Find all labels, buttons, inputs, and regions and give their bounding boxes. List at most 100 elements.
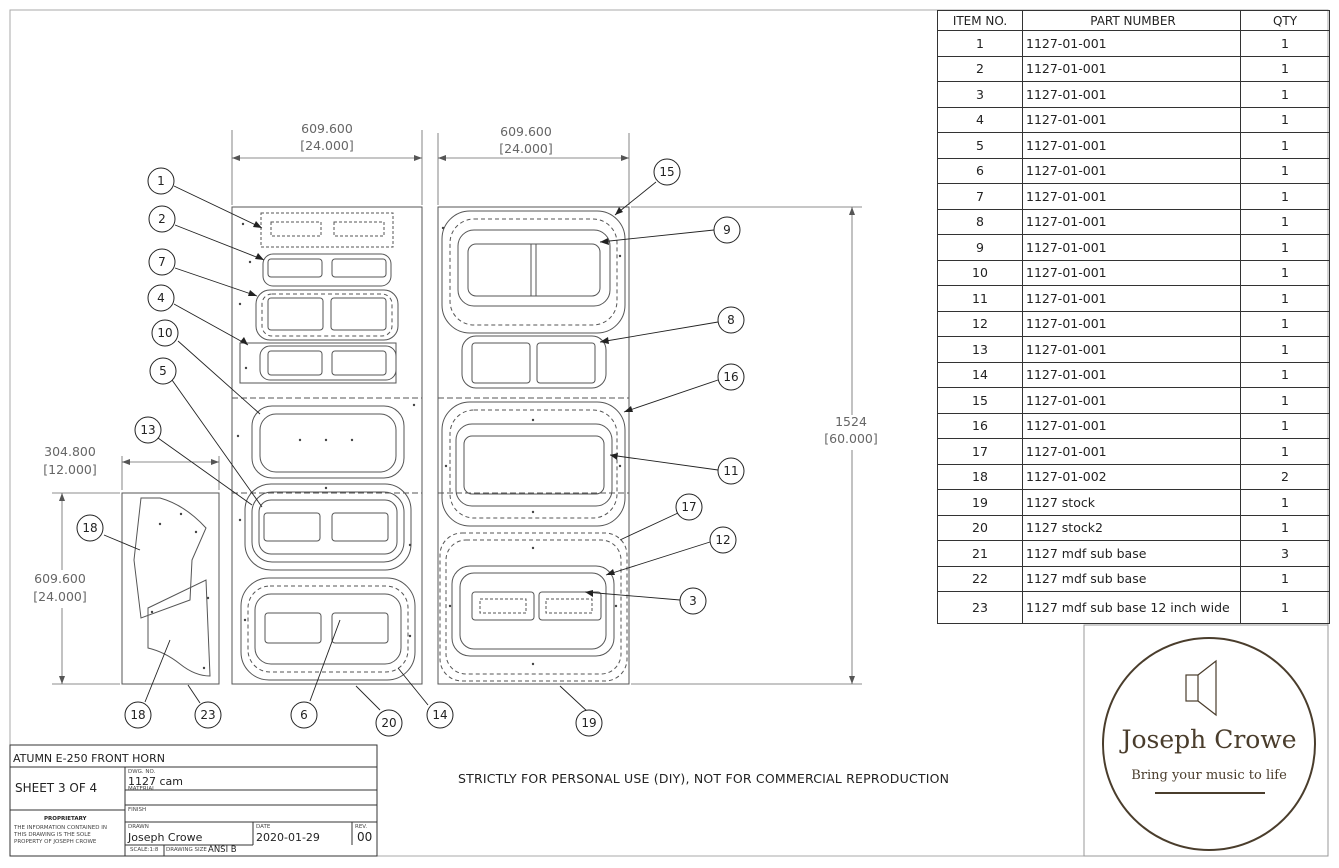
sub-base-panel-23 (121, 492, 220, 685)
logo-tagline: Bring your music to life (1131, 768, 1287, 783)
balloon-label: 4 (157, 291, 165, 305)
balloon-label: 16 (723, 370, 738, 384)
dwg-no: 1127 cam (128, 775, 183, 788)
dim-top-right-in: [24.000] (499, 141, 553, 156)
bom-qty: 1 (1240, 361, 1330, 388)
balloon-3 (679, 587, 707, 615)
bom-qty: 1 (1240, 234, 1330, 261)
bom-header-qty: QTY (1240, 10, 1330, 31)
balloon-11 (717, 457, 745, 485)
balloon-label: 14 (432, 708, 447, 722)
bom-part-number: 1127-01-001 (1022, 234, 1241, 261)
balloon-7 (148, 248, 176, 276)
bom-qty: 1 (1240, 412, 1330, 439)
balloon-label: 8 (727, 313, 735, 327)
sheet-number: SHEET 3 OF 4 (15, 781, 98, 795)
bom-part-number: 1127-01-001 (1022, 438, 1241, 465)
date-label: DATE (256, 824, 271, 830)
bom-qty: 1 (1240, 81, 1330, 108)
bom-item-no: 17 (937, 438, 1023, 465)
logo-name: Joseph Crowe (1118, 725, 1296, 754)
balloon-label: 15 (659, 165, 674, 179)
balloon-label: 5 (159, 364, 167, 378)
bom-qty: 1 (1240, 30, 1330, 57)
bom-part-number: 1127-01-001 (1022, 132, 1241, 159)
balloon-6 (290, 701, 318, 729)
drawn-label: DRAWN (128, 824, 149, 830)
dim-height-in: [60.000] (824, 431, 878, 446)
dim-top-right-mm: 609.600 (500, 124, 552, 139)
balloon-label: 3 (689, 594, 697, 608)
dim-height-mm: 1524 (835, 414, 867, 429)
bom-part-number: 1127-01-001 (1022, 387, 1241, 414)
bom-item-no: 23 (937, 591, 1023, 624)
finish-label: FINISH (128, 807, 147, 813)
drawn-by: Joseph Crowe (128, 831, 203, 844)
proprietary-text: THIS DRAWING IS THE SOLE (14, 832, 91, 838)
bom-part-number: 1127-01-001 (1022, 30, 1241, 57)
bom-qty: 3 (1240, 540, 1330, 567)
drawing-size-label: DRAWING SIZE (166, 847, 207, 853)
dim-top-left-in: [24.000] (300, 138, 354, 153)
bom-part-number: 1127-01-001 (1022, 336, 1241, 363)
balloon-label: 19 (581, 716, 596, 730)
bom-qty: 1 (1240, 106, 1330, 133)
bom-item-no: 16 (937, 412, 1023, 439)
balloon-label: 9 (723, 223, 731, 237)
bom-part-number: 1127-01-001 (1022, 157, 1241, 184)
bom-item-no: 5 (937, 132, 1023, 159)
bom-qty: 2 (1240, 463, 1330, 490)
stock-panel-20 (231, 206, 423, 685)
balloon-label: 1 (157, 174, 165, 188)
bom-part-number: 1127-01-001 (1022, 55, 1241, 82)
bom-item-no: 13 (937, 336, 1023, 363)
bom-qty: 1 (1240, 591, 1330, 624)
bom-item-no: 14 (937, 361, 1023, 388)
bom-part-number: 1127-01-002 (1022, 463, 1241, 490)
dim-small-width-mm: 304.800 (44, 444, 96, 459)
balloon-10 (151, 319, 179, 347)
bom-qty: 1 (1240, 132, 1330, 159)
usage-note: STRICTLY FOR PERSONAL USE (DIY), NOT FOR… (458, 771, 950, 786)
speaker-icon (1185, 659, 1217, 717)
bom-item-no: 2 (937, 55, 1023, 82)
balloon-label: 11 (723, 464, 738, 478)
balloon-label: 18 (130, 708, 145, 722)
bom-qty: 1 (1240, 259, 1330, 286)
bom-qty: 1 (1240, 55, 1330, 82)
balloon-17 (675, 493, 703, 521)
bom-qty: 1 (1240, 285, 1330, 312)
balloon-label: 20 (381, 716, 396, 730)
bom-item-no: 15 (937, 387, 1023, 414)
bom-part-number: 1127 mdf sub base (1022, 565, 1241, 592)
balloon-19 (575, 709, 603, 737)
rev-label: REV. (355, 824, 368, 830)
bom-part-number: 1127-01-001 (1022, 259, 1241, 286)
bom-item-no: 21 (937, 540, 1023, 567)
bom-item-no: 9 (937, 234, 1023, 261)
balloon-1 (147, 167, 175, 195)
balloon-label: 23 (200, 708, 215, 722)
balloon-label: 7 (158, 255, 166, 269)
bom-part-number: 1127-01-001 (1022, 412, 1241, 439)
bom-part-number: 1127-01-001 (1022, 285, 1241, 312)
balloon-label: 13 (140, 423, 155, 437)
dim-top-left-mm: 609.600 (301, 121, 353, 136)
balloon-13 (134, 416, 162, 444)
dwg-no-label: DWG. NO. (128, 769, 156, 775)
bom-item-no: 19 (937, 489, 1023, 516)
bom-item-no: 1 (937, 30, 1023, 57)
balloon-label: 2 (158, 212, 166, 226)
bom-part-number: 1127-01-001 (1022, 310, 1241, 337)
